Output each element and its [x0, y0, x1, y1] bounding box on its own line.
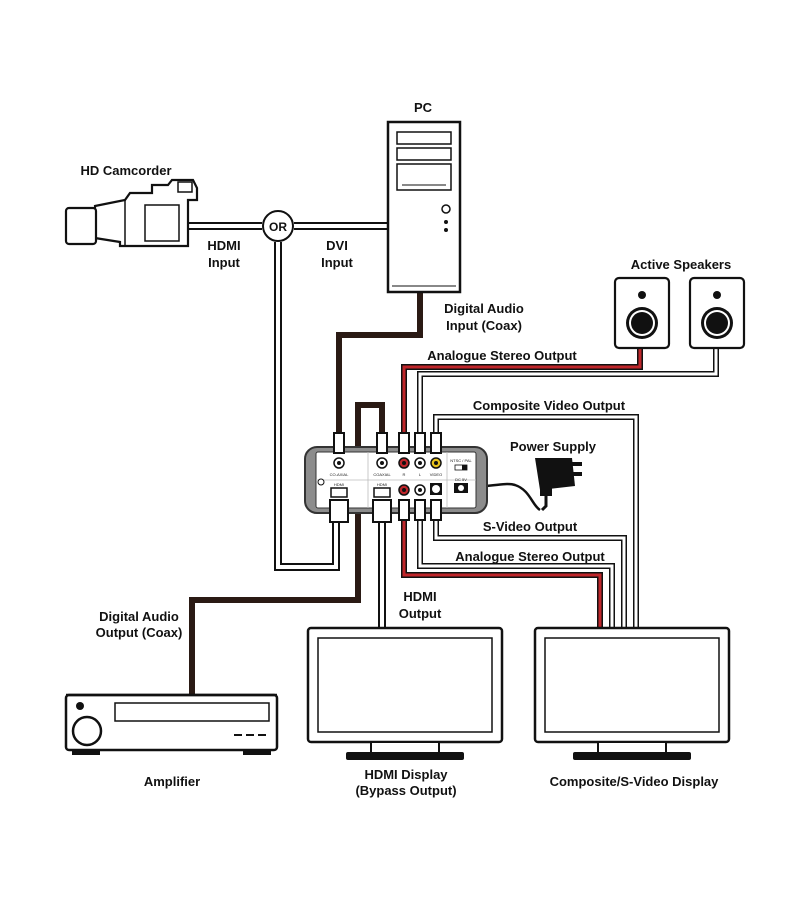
hdmi-input-label-line1: HDMI — [207, 238, 240, 253]
speaker-audio-cable — [401, 347, 719, 447]
camcorder-icon — [64, 178, 199, 248]
port-label: R — [403, 472, 406, 477]
display-audio-cable — [401, 520, 615, 628]
digital-audio-input-cable — [336, 292, 423, 447]
amplifier-icon — [64, 693, 279, 755]
power-supply-label: Power Supply — [510, 439, 597, 454]
hdmi-in-port — [330, 487, 348, 498]
svideo-cable — [433, 520, 627, 628]
analogue-stereo-output-top-label: Analogue Stereo Output — [427, 348, 577, 363]
pc-label: PC — [414, 100, 433, 115]
digital-audio-output-label-line2: Output (Coax) — [96, 625, 183, 640]
hdmi-input-cable — [188, 222, 388, 571]
active-speakers-label: Active Speakers — [631, 257, 731, 272]
port-label: COAXIAL — [373, 472, 391, 477]
digital-audio-input-label-line2: Input (Coax) — [446, 318, 522, 333]
port-label: HDMI — [334, 482, 344, 487]
hdmi-display-icon — [306, 626, 504, 760]
switch-label: NTSC / PAL — [450, 458, 472, 463]
digital-audio-output-label-line1: Digital Audio — [99, 609, 179, 624]
or-label: OR — [269, 220, 287, 234]
power-supply-icon — [535, 458, 582, 512]
hdmi-output-label-line2: Output — [399, 606, 442, 621]
hdmi-display-label-line1: HDMI Display — [364, 767, 448, 782]
composite-display-label: Composite/S-Video Display — [550, 774, 720, 789]
hdmi-output-label-line1: HDMI — [403, 589, 436, 604]
dvi-input-label-line1: DVI — [326, 238, 348, 253]
hdmi-out-port — [373, 487, 391, 498]
connectors — [329, 432, 442, 523]
speaker-left-icon — [613, 276, 671, 350]
port-label: HDMI — [377, 482, 387, 487]
composite-video-output-label: Composite Video Output — [473, 398, 626, 413]
speaker-right-icon — [688, 276, 746, 350]
hdmi-input-label-line2: Input — [208, 255, 240, 270]
analogue-stereo-output-bottom-label: Analogue Stereo Output — [455, 549, 605, 564]
dvi-input-label-line2: Input — [321, 255, 353, 270]
hd-camcorder-label: HD Camcorder — [80, 163, 171, 178]
svideo-output-label: S-Video Output — [483, 519, 578, 534]
port-label: VIDEO — [430, 472, 442, 477]
digital-audio-input-label-line1: Digital Audio — [444, 301, 524, 316]
dc-label: DC 5V — [455, 477, 467, 482]
amplifier-label: Amplifier — [144, 774, 200, 789]
pc-tower-icon — [386, 120, 462, 294]
port-label: L — [419, 472, 422, 477]
converter-device: CO-AXIAL COAXIAL R L VIDEO NTSC / PAL HD… — [304, 446, 488, 514]
port-label: CO-AXIAL — [330, 472, 349, 477]
composite-display-icon — [533, 626, 731, 760]
hdmi-display-label-line2: (Bypass Output) — [355, 783, 456, 798]
or-junction: OR — [262, 210, 294, 242]
